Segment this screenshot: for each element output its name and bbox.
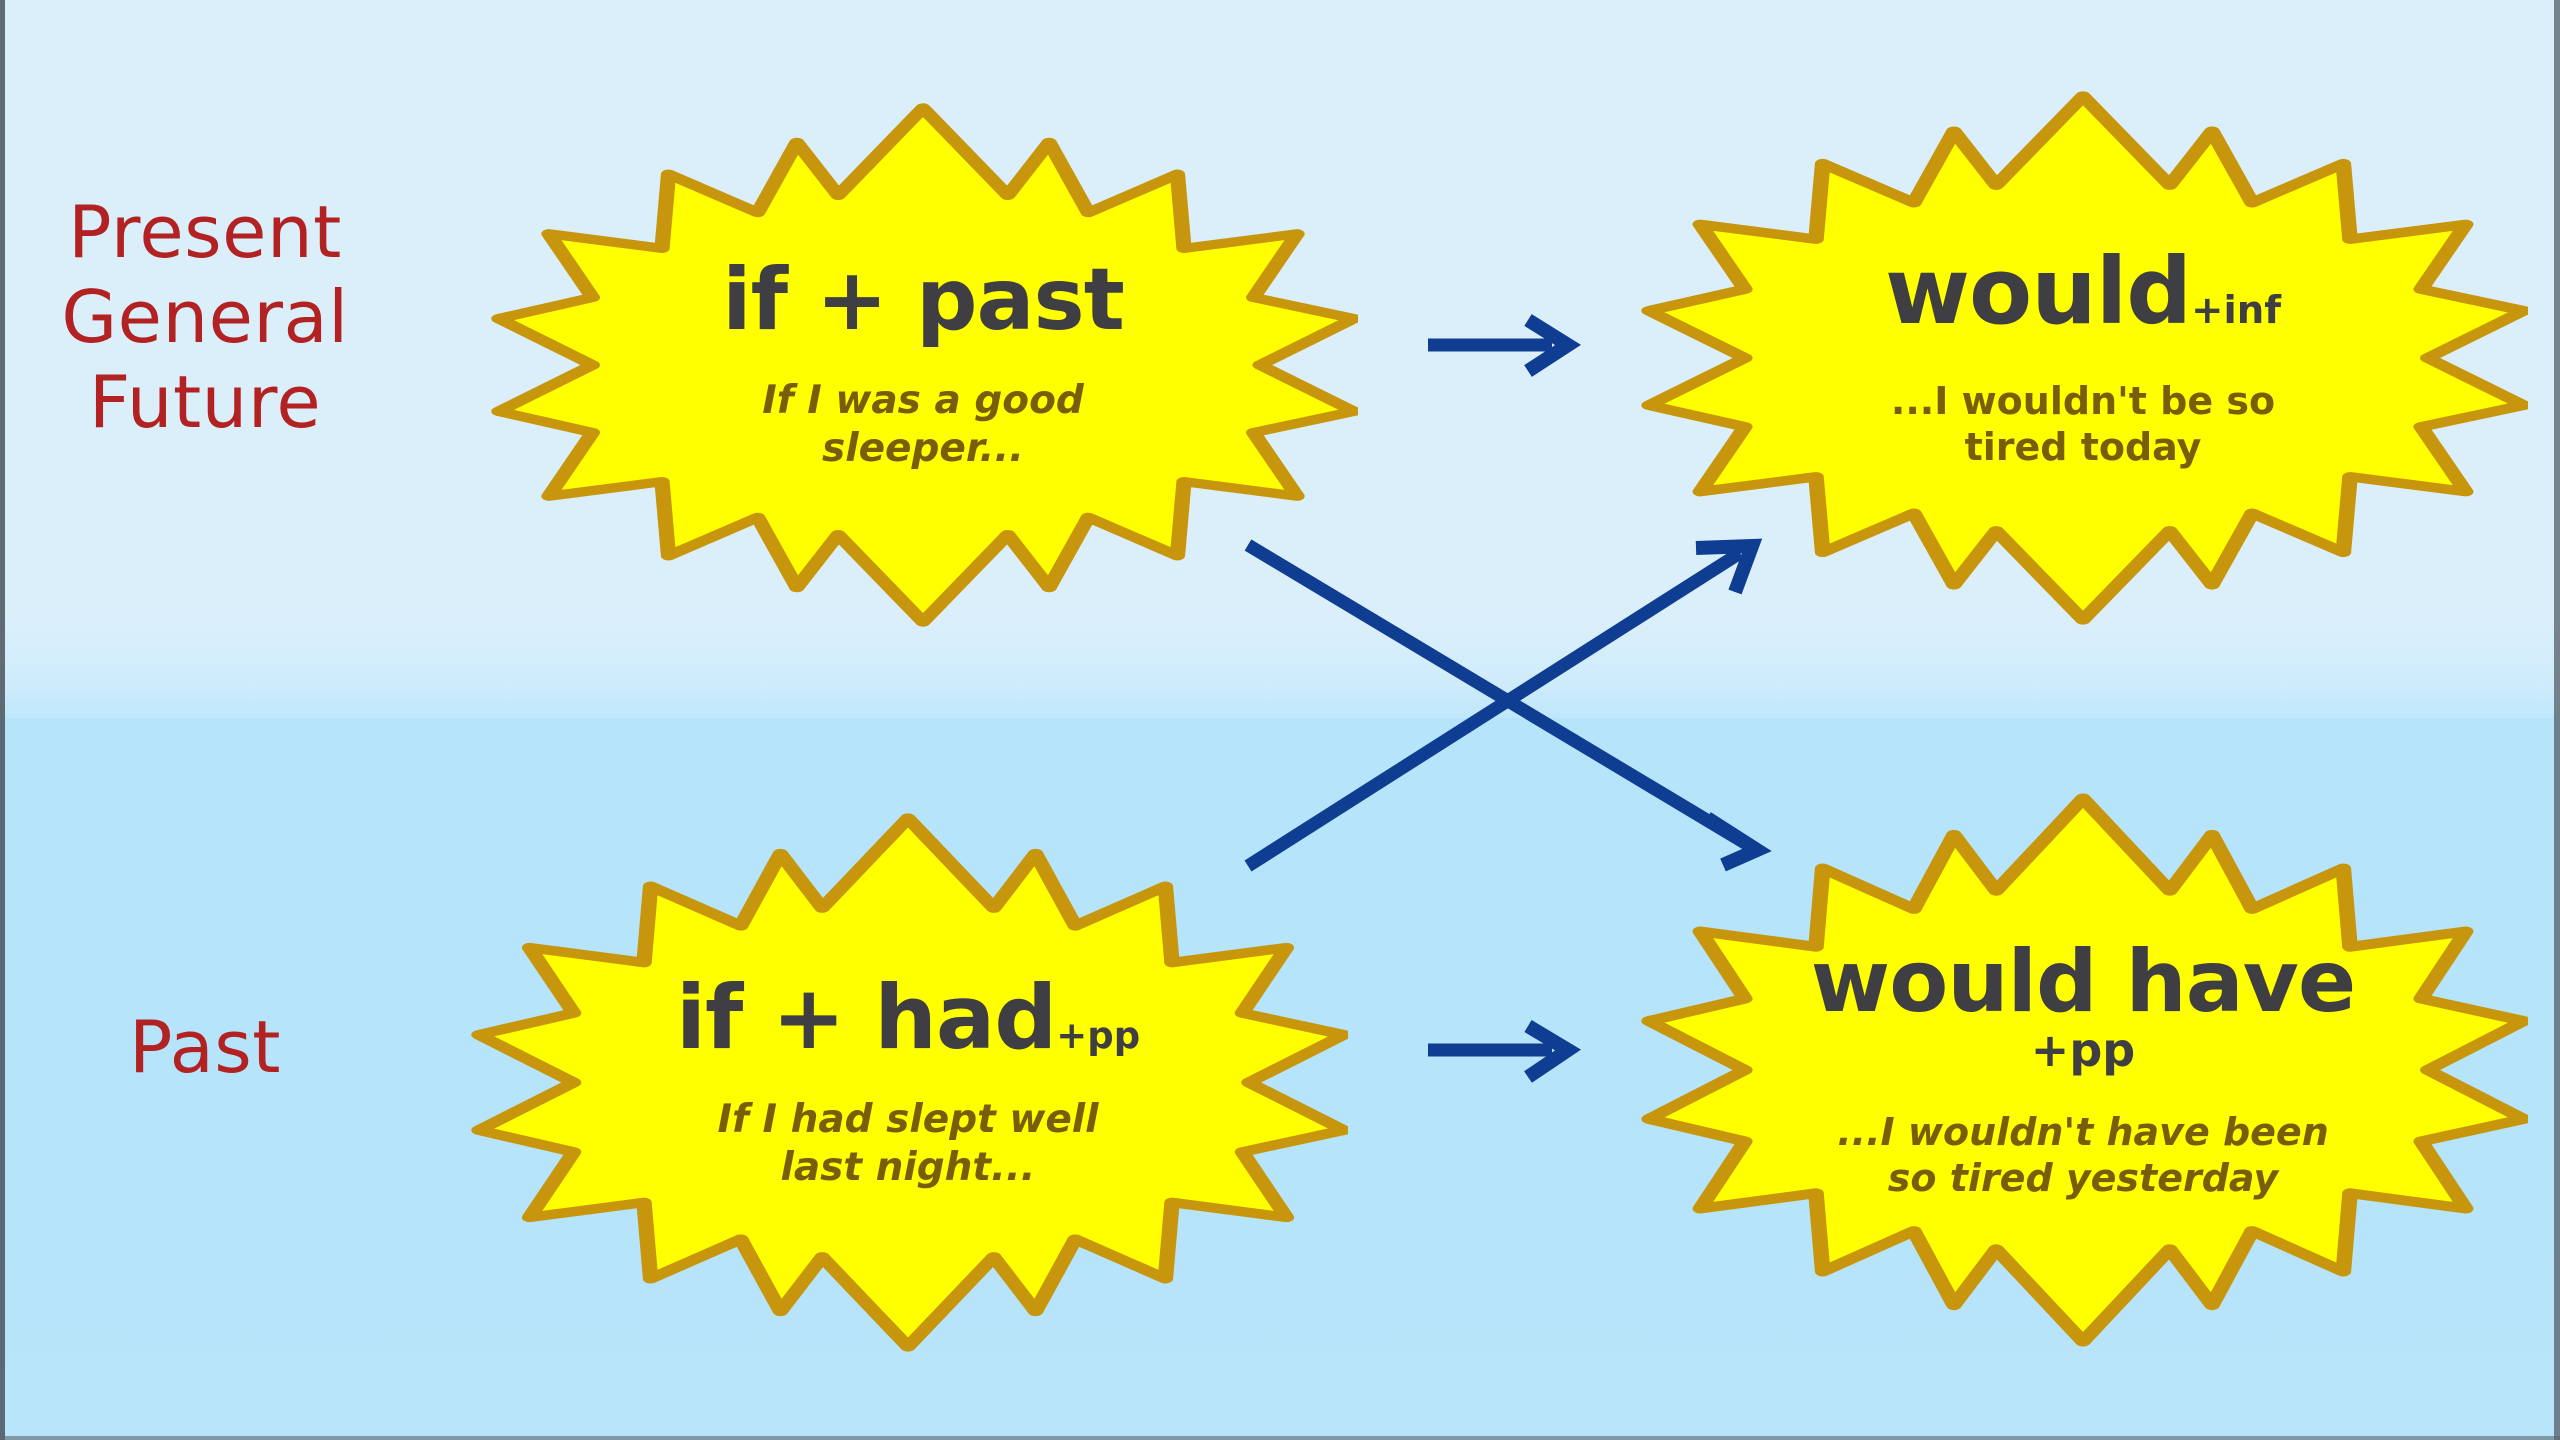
starburst-shape-icon — [1641, 91, 2528, 625]
starburst-shape-icon — [1641, 793, 2528, 1347]
bottom-border — [0, 1436, 2560, 1440]
arrow-if-had-to-would — [1244, 538, 1763, 872]
right-border — [2554, 0, 2560, 1440]
arrow-if-had-to-would-have — [1428, 1019, 1582, 1083]
arrow-if-past-to-would — [1428, 314, 1582, 377]
row-label-present-general-future: Present General Future — [61, 190, 349, 444]
row-label-past: Past — [128, 1005, 282, 1089]
left-border — [0, 0, 5, 1440]
starburst-shape-icon — [471, 813, 1348, 1352]
arrow-if-past-to-would-have — [1244, 539, 1772, 872]
starburst-shape-icon — [491, 103, 1358, 627]
